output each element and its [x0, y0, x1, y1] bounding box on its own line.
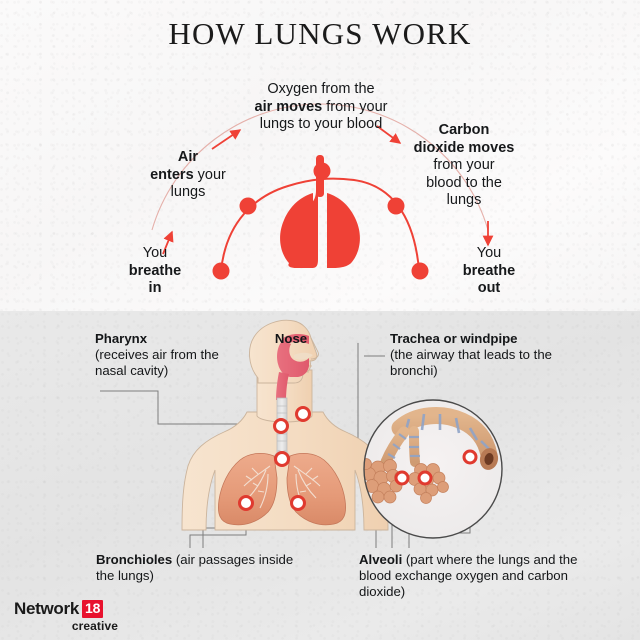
carbon-bold1: Carbon [438, 122, 490, 138]
trachea-rest: (the airway that leads to the bronchi) [390, 347, 553, 379]
breathe-out-line2: breathe [462, 262, 516, 279]
logo-18-badge: 18 [81, 600, 104, 618]
carbon-line4: blood to the [426, 174, 502, 191]
air-enters-line3: lungs [170, 184, 206, 200]
breathe-in-line3: in [148, 280, 162, 296]
carbon-bold2: dioxide moves [413, 139, 515, 156]
page-title: HOW LUNGS WORK [168, 16, 472, 51]
air-enters-bold2: enters [150, 166, 194, 183]
label-alveoli: Alveoli (part where the lungs and the bl… [359, 552, 609, 601]
breathe-in-line2: breathe [128, 262, 182, 279]
alveoli-rest: (part where the lungs and the blood exch… [359, 552, 578, 600]
label-air-enters: Air enters your lungs [131, 149, 245, 202]
carbon-line5: lungs [446, 192, 482, 208]
logo-network-text: Network [14, 599, 79, 618]
label-carbon-dioxide: Carbon dioxide moves from your blood to … [405, 122, 523, 210]
label-pharynx: Pharynx (receives air from the nasal cav… [95, 331, 225, 380]
logo-tagline: creative [71, 619, 118, 633]
breathe-out-line3: out [477, 280, 501, 296]
logo-top-row: Network 18 [14, 600, 134, 618]
pharynx-rest: (receives air from the nasal cavity) [95, 347, 219, 379]
label-bronchioles: Bronchioles (air passages inside the lun… [96, 552, 311, 584]
oxygen-line3: lungs to your blood [259, 116, 383, 132]
label-nose: Nose [246, 331, 336, 347]
oxygen-bold: air moves [254, 98, 323, 115]
breathe-in-line1: You [142, 245, 168, 261]
label-oxygen: Oxygen from the air moves from your lung… [226, 81, 416, 134]
bronchioles-rest: (air passages inside the lungs) [96, 552, 294, 584]
breathe-out-line1: You [476, 245, 502, 261]
air-enters-bold1: Air [177, 149, 199, 165]
oxygen-rest: from your [322, 98, 388, 115]
label-breathe-out: You breathe out [440, 245, 538, 298]
pharynx-bold: Pharynx [95, 331, 148, 346]
network18-creative-logo: Network 18 creative [14, 600, 134, 634]
bronchioles-bold: Bronchioles [96, 552, 173, 567]
alveoli-bold: Alveoli [359, 552, 403, 567]
air-enters-rest: your [193, 166, 226, 183]
label-trachea: Trachea or windpipe (the airway that lea… [390, 331, 575, 380]
trachea-bold: Trachea or windpipe [390, 331, 518, 346]
label-breathe-in: You breathe in [106, 245, 204, 298]
oxygen-line1: Oxygen from the [267, 81, 375, 97]
carbon-line3: from your [433, 157, 495, 173]
nose-bold: Nose [274, 331, 308, 346]
